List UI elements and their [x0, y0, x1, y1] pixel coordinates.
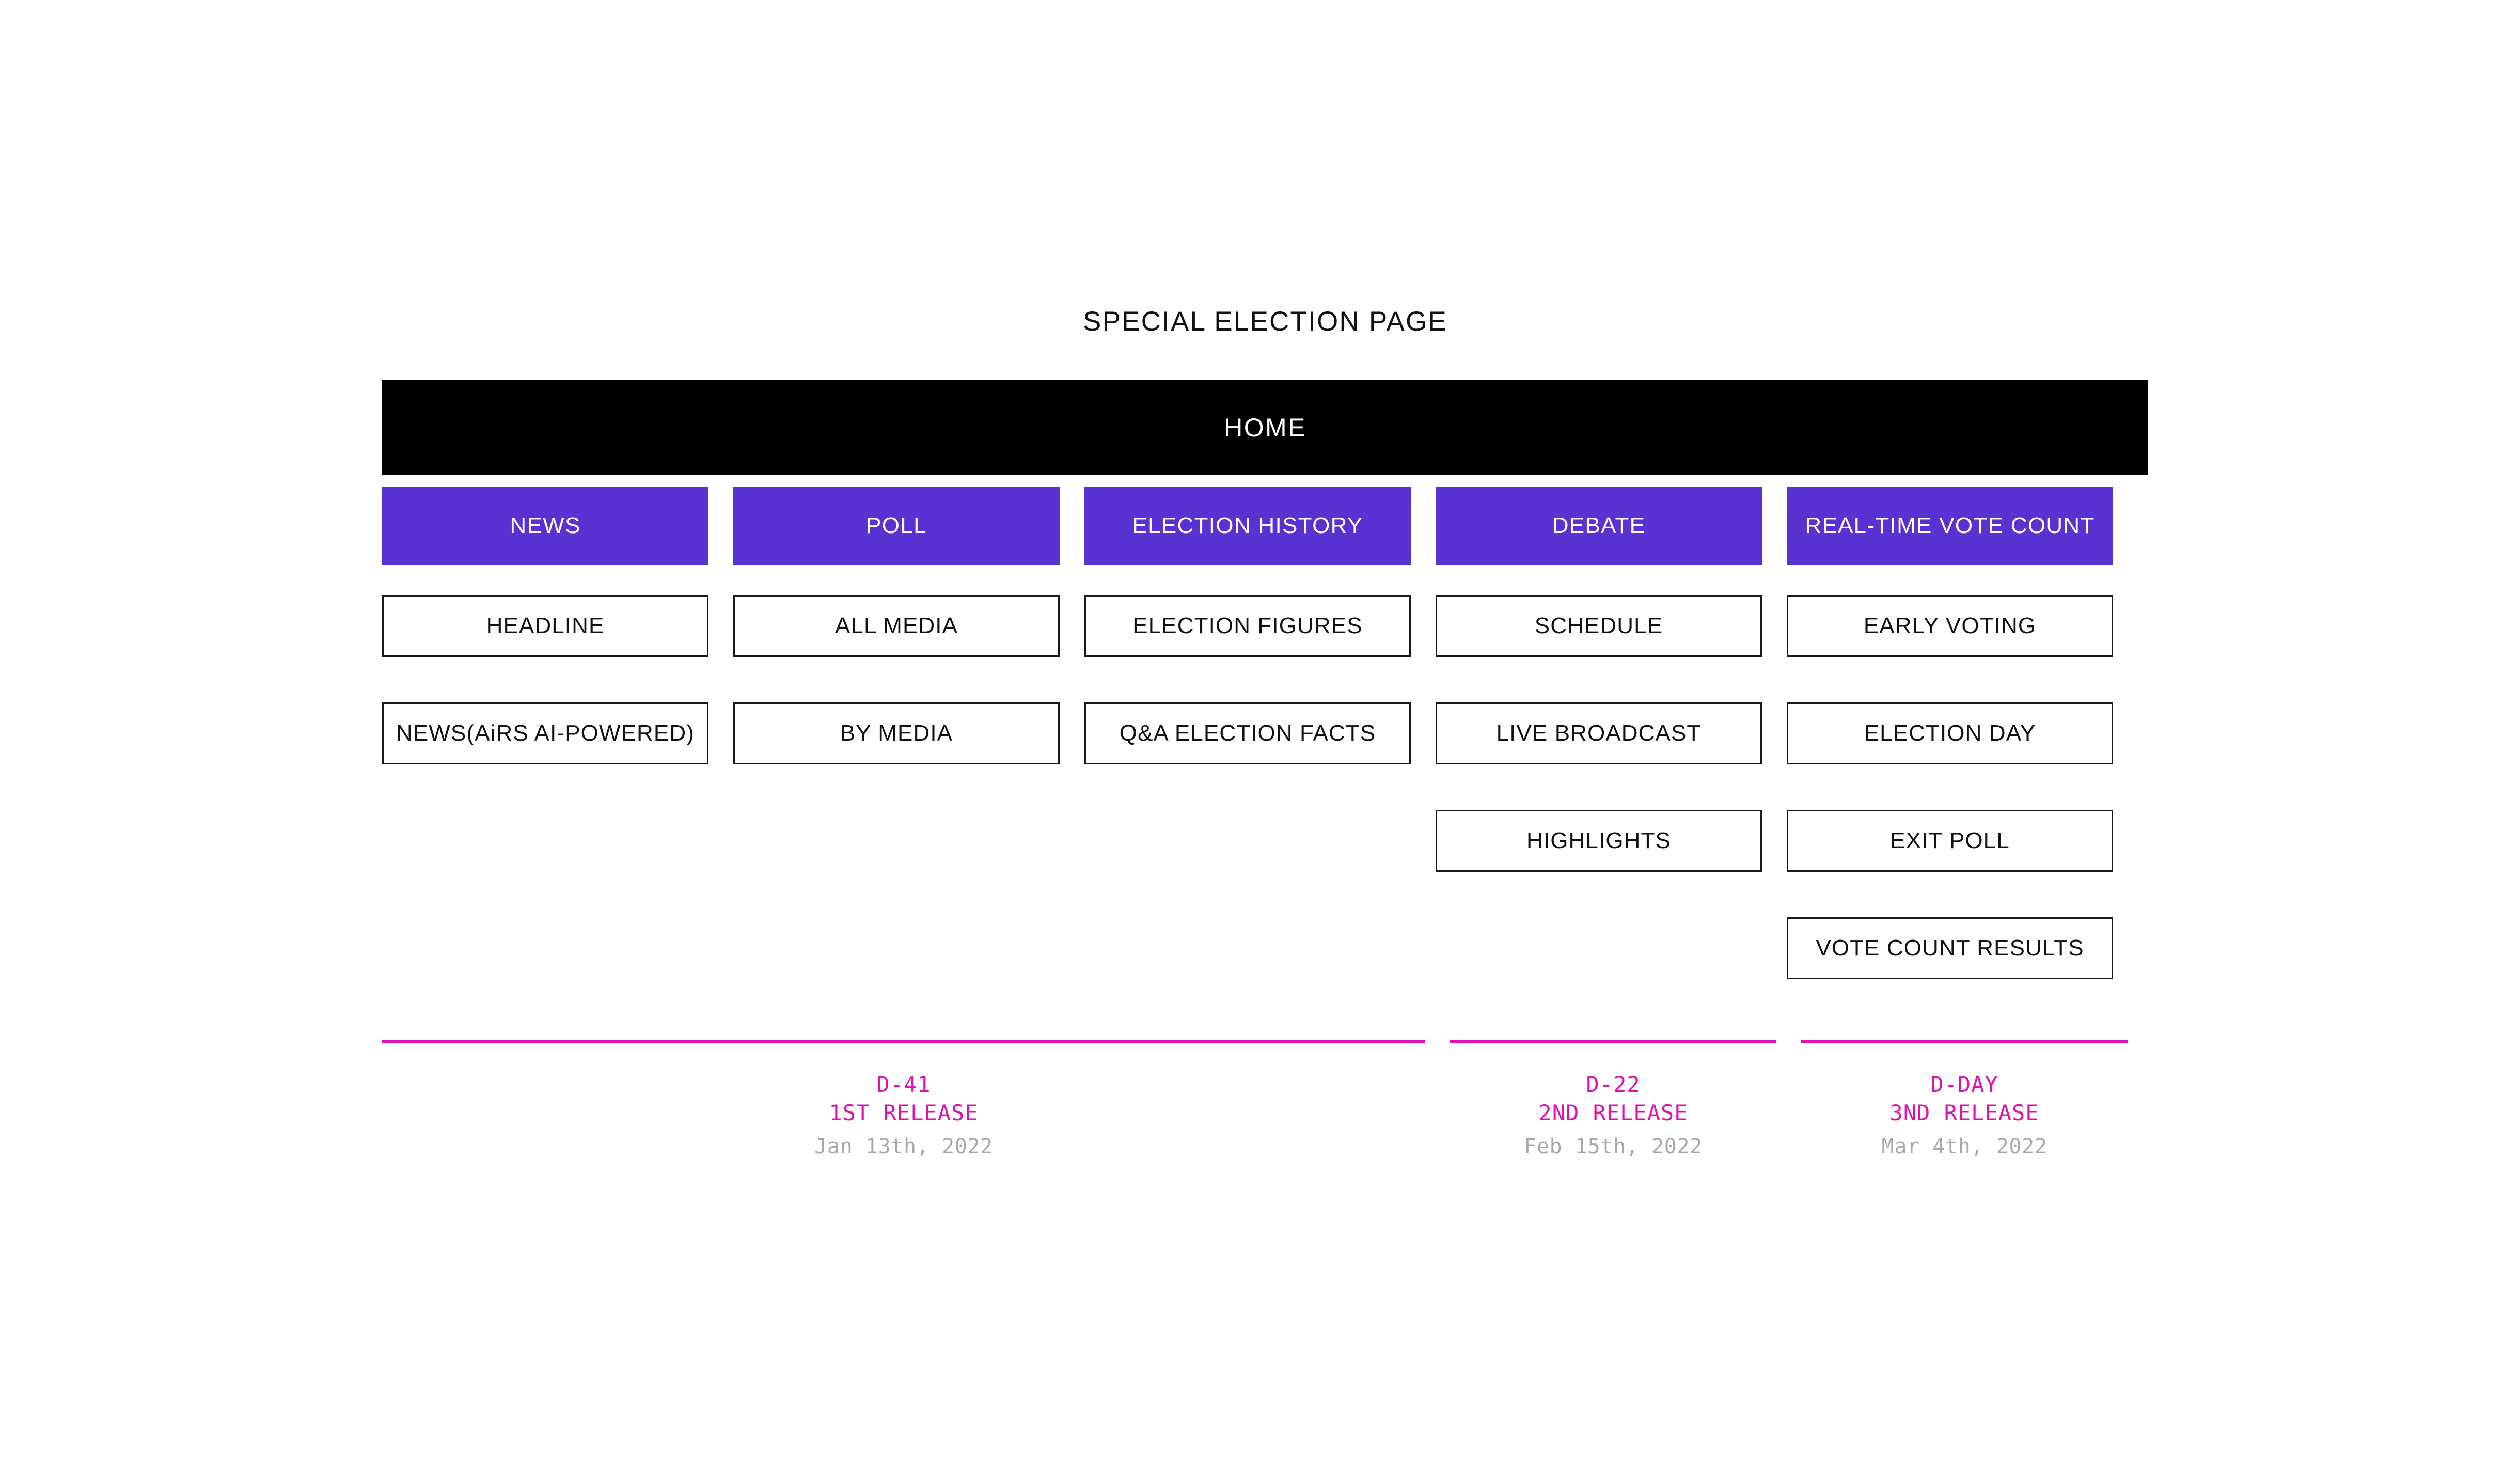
category-debate-label: DEBATE [1552, 513, 1646, 538]
menu-item-all-media-label: ALL MEDIA [834, 613, 958, 638]
timeline-release-1: 1ST RELEASE [829, 1100, 979, 1126]
menu-item-election-figures[interactable]: ELECTION FIGURES [1084, 595, 1411, 657]
category-real-time-vote-count[interactable]: REAL-TIME VOTE COUNT [1787, 487, 2113, 565]
timeline-date-2: Feb 15th, 2022 [1524, 1134, 1703, 1158]
menu-item-exit-poll[interactable]: EXIT POLL [1787, 810, 2113, 872]
home-nav-bar[interactable]: HOME [382, 380, 2148, 475]
menu-item-election-figures-label: ELECTION FIGURES [1132, 613, 1363, 638]
menu-item-qa-election-facts[interactable]: Q&A ELECTION FACTS [1084, 702, 1411, 764]
menu-item-highlights[interactable]: HIGHLIGHTS [1436, 810, 1762, 872]
timeline-rule-1 [382, 1040, 1425, 1043]
category-poll[interactable]: POLL [733, 487, 1060, 565]
page-title: SPECIAL ELECTION PAGE [1083, 306, 1447, 337]
category-news[interactable]: NEWS [382, 487, 708, 565]
timeline-text-1: D-41 1ST RELEASE Jan 13th, 2022 [382, 1070, 1425, 1158]
timeline-release-3: 3ND RELEASE [1889, 1100, 2039, 1126]
home-nav-label: HOME [1224, 413, 1306, 442]
column-poll: POLL ALL MEDIA BY MEDIA [733, 487, 1060, 1025]
timeline-date-1: Jan 13th, 2022 [814, 1134, 993, 1158]
menu-item-early-voting[interactable]: EARLY VOTING [1787, 595, 2113, 657]
menu-item-early-voting-label: EARLY VOTING [1863, 613, 2037, 638]
column-news: NEWS HEADLINE NEWS(AiRS AI-POWERED) [382, 487, 708, 1025]
timeline-dday-1: D-41 [876, 1072, 931, 1097]
category-poll-label: POLL [866, 513, 927, 538]
menu-item-headline-label: HEADLINE [486, 613, 605, 638]
timeline-release-2: 2ND RELEASE [1538, 1100, 1688, 1126]
menu-item-all-media[interactable]: ALL MEDIA [733, 595, 1060, 657]
category-election-history[interactable]: ELECTION HISTORY [1084, 487, 1411, 565]
category-news-label: NEWS [510, 513, 581, 538]
timeline-text-2: D-22 2ND RELEASE Feb 15th, 2022 [1450, 1070, 1776, 1158]
timeline-date-3: Mar 4th, 2022 [1881, 1134, 2048, 1158]
menu-item-headline[interactable]: HEADLINE [382, 595, 708, 657]
menu-item-live-broadcast-label: LIVE BROADCAST [1496, 720, 1702, 746]
timeline-dday-3: D-DAY [1930, 1072, 1998, 1097]
menu-item-schedule-label: SCHEDULE [1534, 613, 1663, 638]
menu-item-election-day[interactable]: ELECTION DAY [1787, 702, 2113, 764]
category-election-history-label: ELECTION HISTORY [1132, 513, 1363, 538]
timeline-rule-2 [1450, 1040, 1776, 1043]
menu-item-qa-election-facts-label: Q&A ELECTION FACTS [1119, 720, 1376, 746]
timeline-entry-1: D-41 1ST RELEASE Jan 13th, 2022 [382, 1040, 1425, 1158]
category-columns: NEWS HEADLINE NEWS(AiRS AI-POWERED) POLL… [382, 487, 2148, 1025]
menu-item-schedule[interactable]: SCHEDULE [1436, 595, 1762, 657]
column-debate: DEBATE SCHEDULE LIVE BROADCAST HIGHLIGHT… [1436, 487, 1762, 1025]
column-real-time-vote-count: REAL-TIME VOTE COUNT EARLY VOTING ELECTI… [1787, 487, 2113, 1025]
menu-item-by-media-label: BY MEDIA [840, 720, 953, 746]
timeline-entry-2: D-22 2ND RELEASE Feb 15th, 2022 [1450, 1040, 1776, 1158]
timeline-dday-2: D-22 [1586, 1072, 1641, 1097]
column-election-history: ELECTION HISTORY ELECTION FIGURES Q&A EL… [1084, 487, 1411, 1025]
menu-item-vote-count-results-label: VOTE COUNT RESULTS [1816, 935, 2084, 961]
timeline-rule-3 [1801, 1040, 2128, 1043]
menu-item-election-day-label: ELECTION DAY [1864, 720, 2036, 746]
menu-item-by-media[interactable]: BY MEDIA [733, 702, 1060, 764]
menu-item-vote-count-results[interactable]: VOTE COUNT RESULTS [1787, 917, 2113, 979]
menu-item-live-broadcast[interactable]: LIVE BROADCAST [1436, 702, 1762, 764]
release-timeline: D-41 1ST RELEASE Jan 13th, 2022 D-22 2ND… [382, 1040, 2148, 1205]
timeline-entry-3: D-DAY 3ND RELEASE Mar 4th, 2022 [1801, 1040, 2128, 1158]
menu-item-news-airs-label: NEWS(AiRS AI-POWERED) [396, 720, 695, 746]
menu-item-news-airs[interactable]: NEWS(AiRS AI-POWERED) [382, 702, 708, 764]
menu-item-exit-poll-label: EXIT POLL [1890, 828, 2010, 853]
menu-item-highlights-label: HIGHLIGHTS [1526, 828, 1671, 853]
category-real-time-vote-count-label: REAL-TIME VOTE COUNT [1805, 513, 2095, 538]
timeline-text-3: D-DAY 3ND RELEASE Mar 4th, 2022 [1801, 1070, 2128, 1158]
category-debate[interactable]: DEBATE [1436, 487, 1762, 565]
